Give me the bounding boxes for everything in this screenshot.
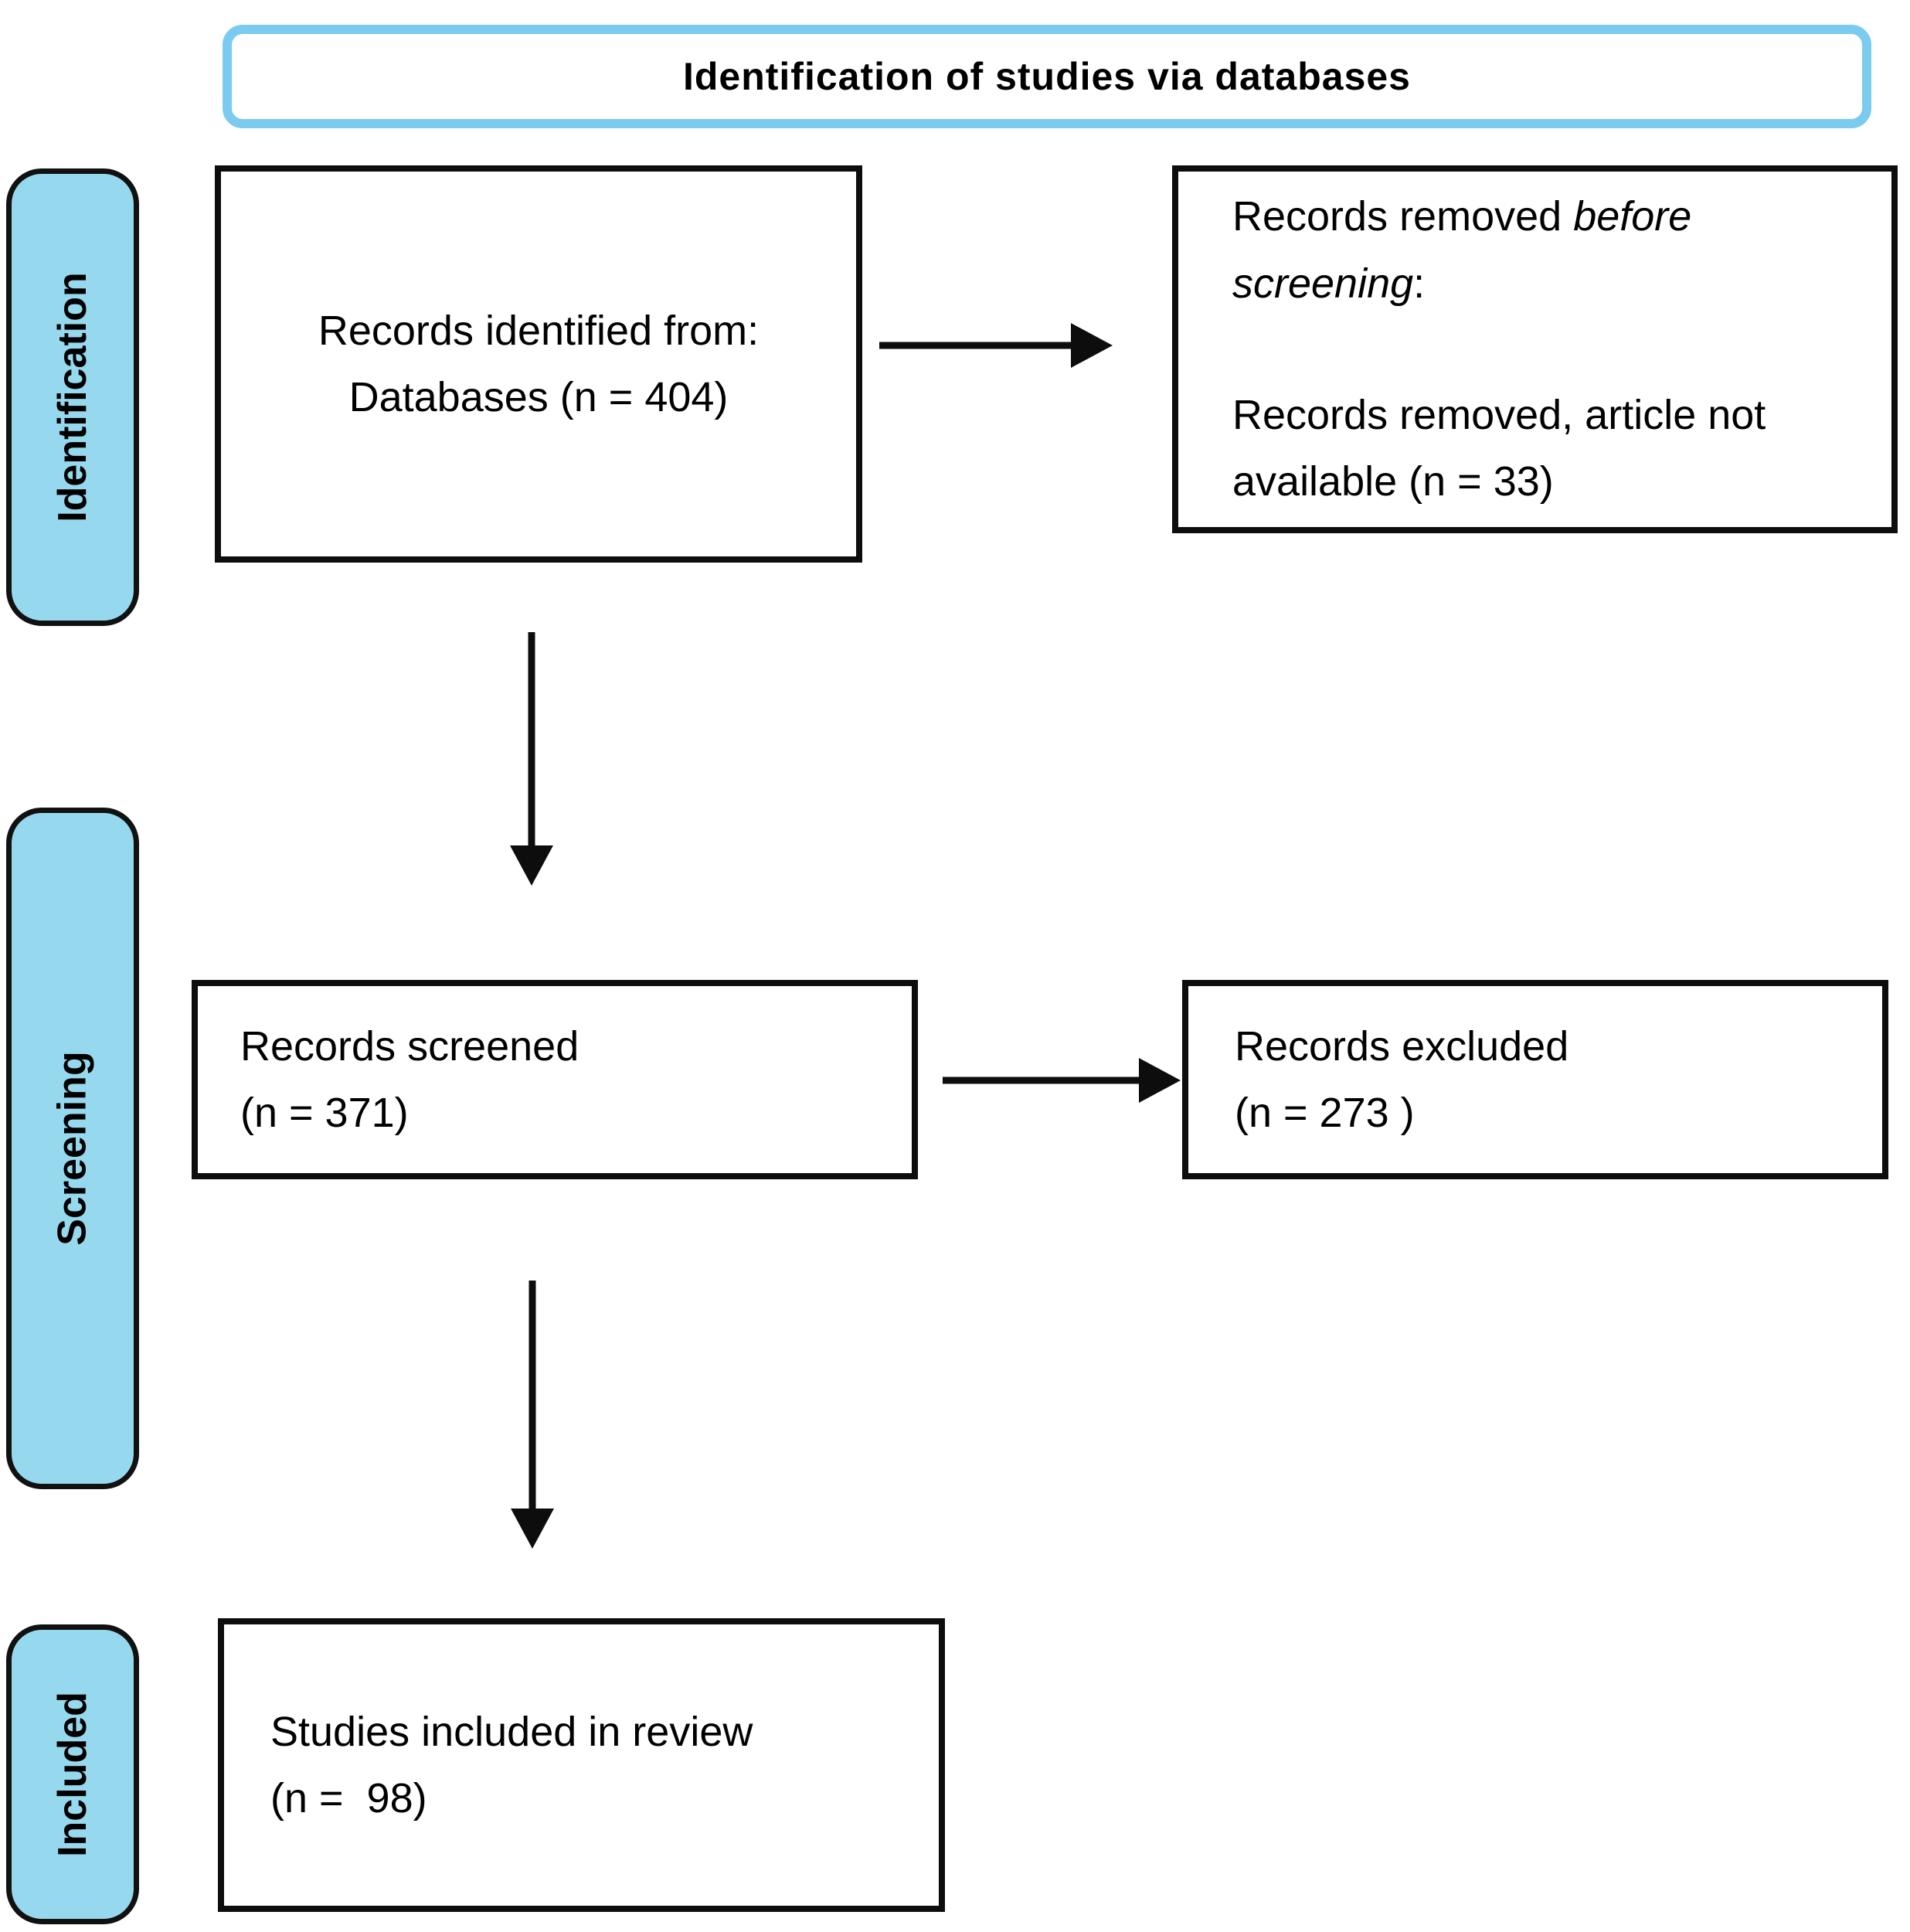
records-screened-line1: Records screened	[240, 1022, 579, 1070]
stage-tab-included: Included	[6, 1624, 139, 1924]
stage-tab-screening: Screening	[6, 808, 139, 1489]
stage-label-screening: Screening	[50, 1051, 96, 1246]
studies-included-line2: (n = 98)	[270, 1775, 427, 1821]
banner-title: Identification of studies via databases	[682, 55, 1411, 98]
stage-label-identification: Identification	[50, 272, 95, 522]
arrow-down-screened-to-included-icon	[511, 1281, 554, 1549]
stage-label-included: Included	[50, 1692, 96, 1857]
arrow-right-identified-to-removed-icon	[879, 323, 1113, 368]
box-records-excluded: Records excluded (n = 273 )	[1182, 980, 1888, 1179]
stage-tab-identification: Identification	[6, 168, 139, 626]
records-screened-line2: (n = 371)	[240, 1090, 409, 1136]
records-removed-body: Records removed, article not available (…	[1232, 392, 1778, 505]
studies-included-line1: Studies included in review	[270, 1708, 753, 1755]
records-identified-line1: Records identified from:	[318, 307, 760, 354]
records-identified-line2: Databases (n = 404)	[348, 374, 729, 420]
records-removed-lead-line: Records removed before screening:	[1232, 183, 1857, 317]
banner-identification-of-studies: Identification of studies via databases	[223, 25, 1871, 128]
records-removed-lead-colon: :	[1413, 260, 1426, 307]
records-excluded-line1: Records excluded	[1235, 1022, 1569, 1070]
arrow-down-identified-to-screened-icon	[510, 632, 553, 886]
box-records-removed: Records removed before screening: Record…	[1172, 165, 1898, 533]
box-records-screened: Records screened (n = 371)	[192, 980, 918, 1179]
paragraph-gap	[1232, 317, 1857, 382]
arrow-right-screened-to-excluded-icon	[943, 1058, 1181, 1103]
box-records-identified: Records identified from: Databases (n = …	[215, 165, 862, 563]
box-studies-included: Studies included in review (n = 98)	[218, 1618, 945, 1912]
records-removed-lead: Records removed	[1232, 193, 1574, 240]
records-excluded-line2: (n = 273 )	[1235, 1090, 1415, 1136]
records-removed-lead-italic: before screening	[1232, 193, 1704, 307]
